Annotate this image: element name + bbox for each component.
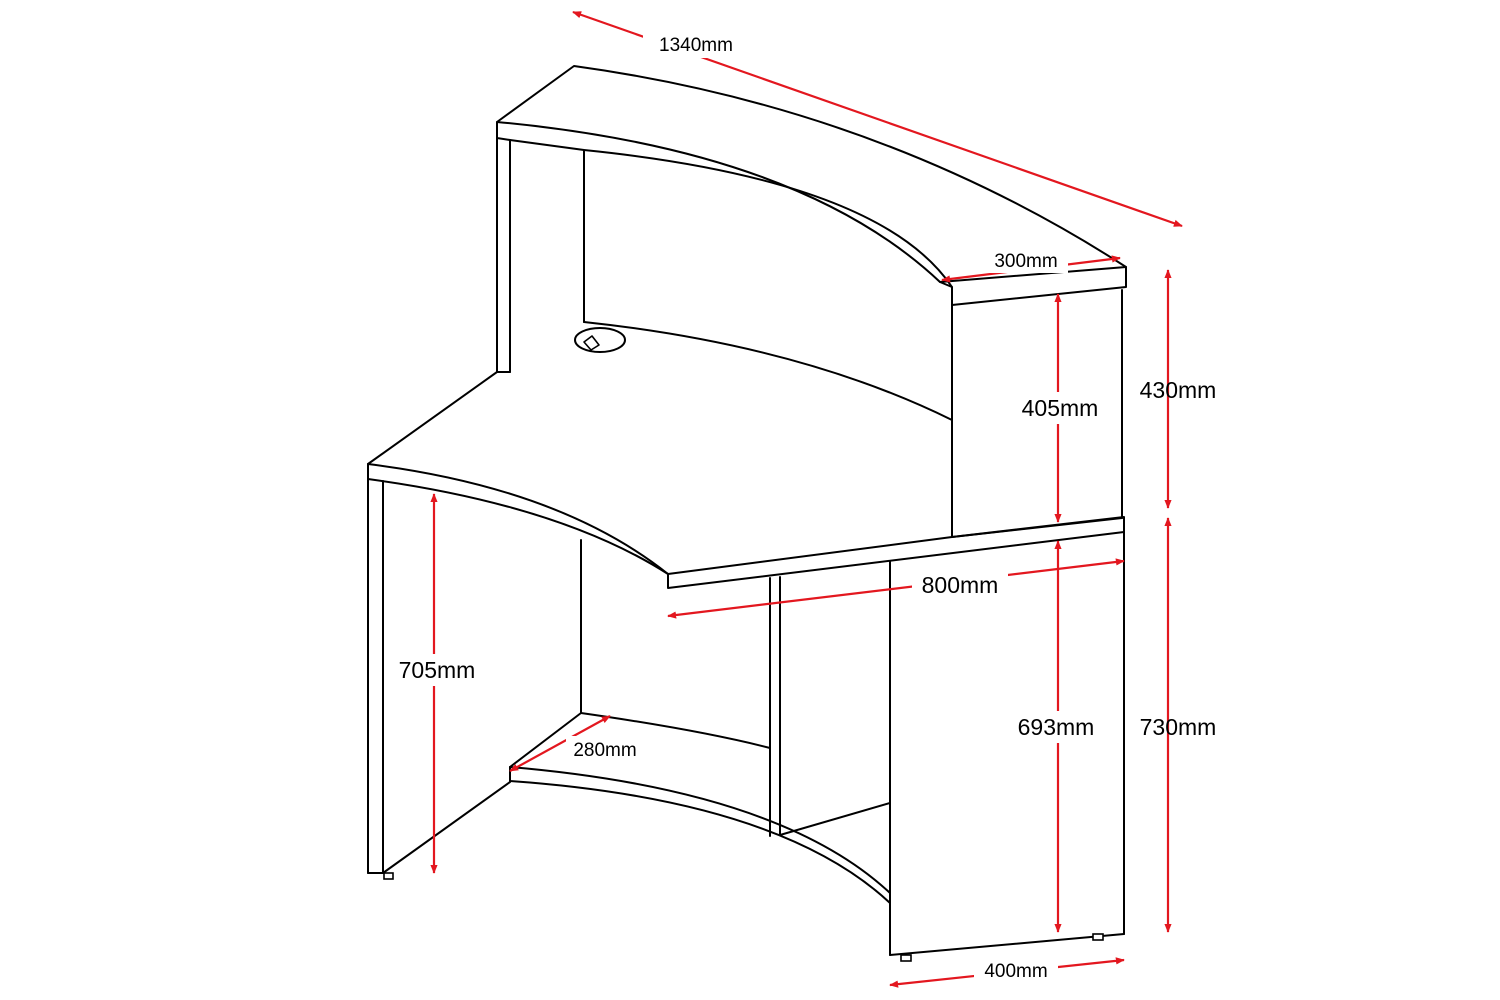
- label-pedestal-inner-height: 693mm: [1018, 714, 1095, 740]
- label-shelf-depth: 280mm: [573, 740, 636, 761]
- label-desk-depth: 800mm: [922, 572, 999, 598]
- label-leg-height: 705mm: [399, 657, 476, 683]
- label-desk-height: 730mm: [1140, 714, 1217, 740]
- label-hutch-depth: 300mm: [994, 251, 1057, 272]
- dimension-lines: [430, 10, 1183, 988]
- hutch-left-panel: [496, 137, 585, 373]
- hutch-back-edge: [583, 321, 953, 421]
- dim-arrow-desk-depth: [667, 558, 1125, 619]
- label-pedestal-depth: 400mm: [984, 961, 1047, 982]
- label-overall-width: 1340mm: [659, 35, 733, 56]
- cable-grommet: [574, 327, 626, 353]
- desk-drawing: [367, 65, 1127, 962]
- desktop: [367, 371, 1125, 589]
- dimension-labels: 1340mm 300mm 405mm 430mm 800mm 705mm 693…: [399, 35, 1217, 982]
- left-leg-panel: [367, 478, 511, 880]
- dim-arrow-shelf-depth: [509, 715, 611, 772]
- center-divider: [769, 576, 891, 837]
- label-hutch-inner-height: 405mm: [1022, 395, 1099, 421]
- label-backgrounds: [389, 30, 1108, 983]
- label-hutch-height: 430mm: [1140, 377, 1217, 403]
